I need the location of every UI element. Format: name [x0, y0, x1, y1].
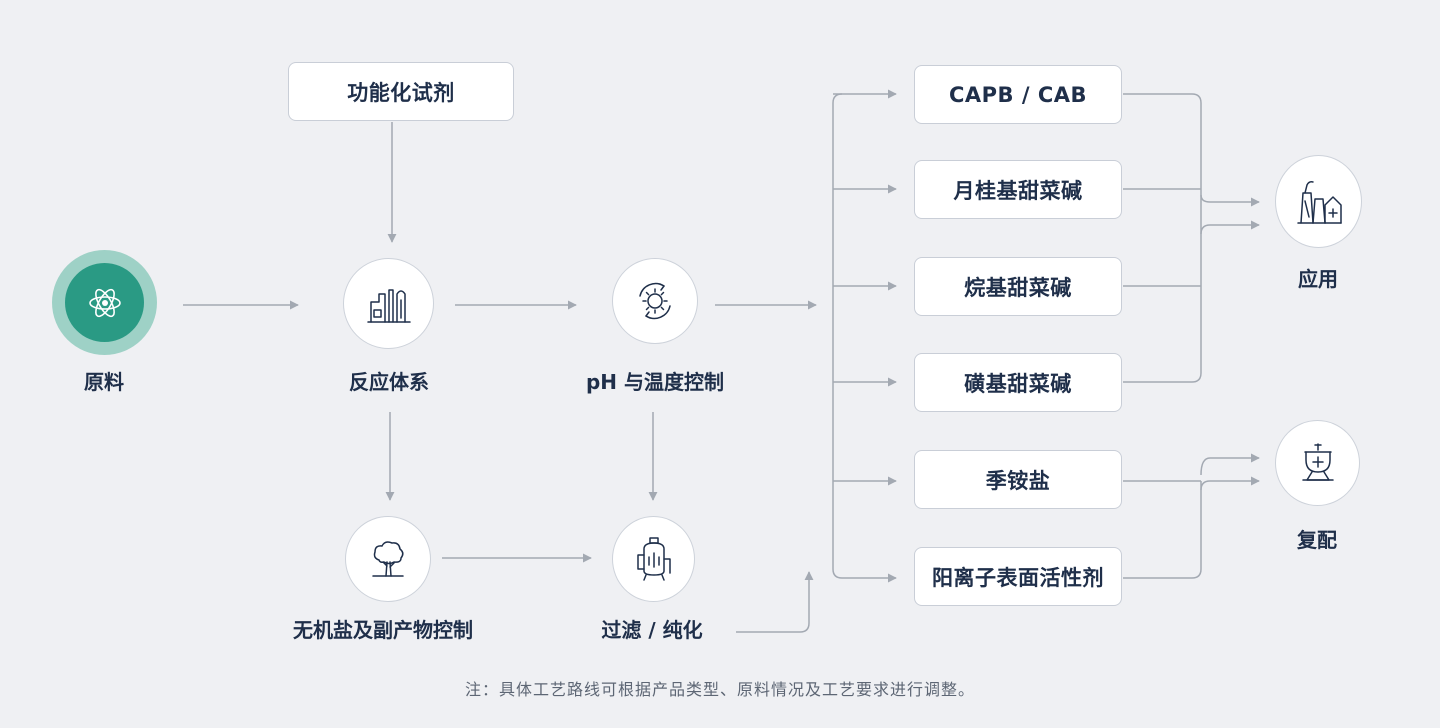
arrow-filter-to-branch: [736, 571, 814, 633]
reaction-node: [343, 258, 434, 349]
atom-icon: [88, 288, 121, 317]
compounding-label: 复配: [1297, 528, 1337, 552]
product-box-capb: CAPB / CAB: [914, 65, 1122, 124]
arrow-to-application-a: [1200, 194, 1260, 207]
compounding-node: [1275, 420, 1360, 506]
reaction-label: 反应体系: [349, 370, 429, 394]
reagent-box: 功能化试剂: [288, 62, 514, 121]
ph-temp-label: pH 与温度控制: [585, 370, 725, 394]
product-box-quaternary-ammonium: 季铵盐: [914, 450, 1122, 509]
raw-material-node: [65, 263, 144, 342]
factory-icon: [366, 288, 411, 323]
merge-line-5: [1123, 481, 1202, 579]
arrow-to-application-b: [1200, 220, 1260, 235]
salt-control-node: [345, 516, 431, 602]
footnote: 注：具体工艺路线可根据产品类型、原料情况及工艺要求进行调整。: [464, 680, 975, 699]
product-box-sulfobetaine: 磺基甜菜碱: [914, 353, 1122, 412]
mixing-vessel-icon: [1301, 443, 1334, 481]
application-node: [1275, 155, 1362, 248]
industrial-building-icon: [1296, 180, 1342, 224]
product-box-lauryl-betaine: 月桂基甜菜碱: [914, 160, 1122, 219]
filtration-label: 过滤 / 纯化: [601, 618, 703, 642]
product-box-alkyl-betaine: 烷基甜菜碱: [914, 257, 1122, 316]
application-label: 应用: [1298, 267, 1338, 291]
salt-control-label: 无机盐及副产物控制: [293, 618, 473, 642]
filtration-node: [612, 516, 695, 602]
raw-material-label: 原料: [84, 370, 124, 394]
arrow-to-compounding-b: [1200, 476, 1260, 491]
filter-tank-icon: [636, 537, 671, 581]
tree-icon: [372, 541, 404, 577]
product-box-cationic-surfactant: 阳离子表面活性剂: [914, 547, 1122, 606]
merge-to-application: [1123, 93, 1202, 383]
branch-trunk: [832, 93, 843, 579]
ph-temp-node: [612, 258, 698, 344]
arrow-to-compounding-a: [1200, 453, 1260, 476]
gear-cycle-icon: [639, 282, 671, 320]
